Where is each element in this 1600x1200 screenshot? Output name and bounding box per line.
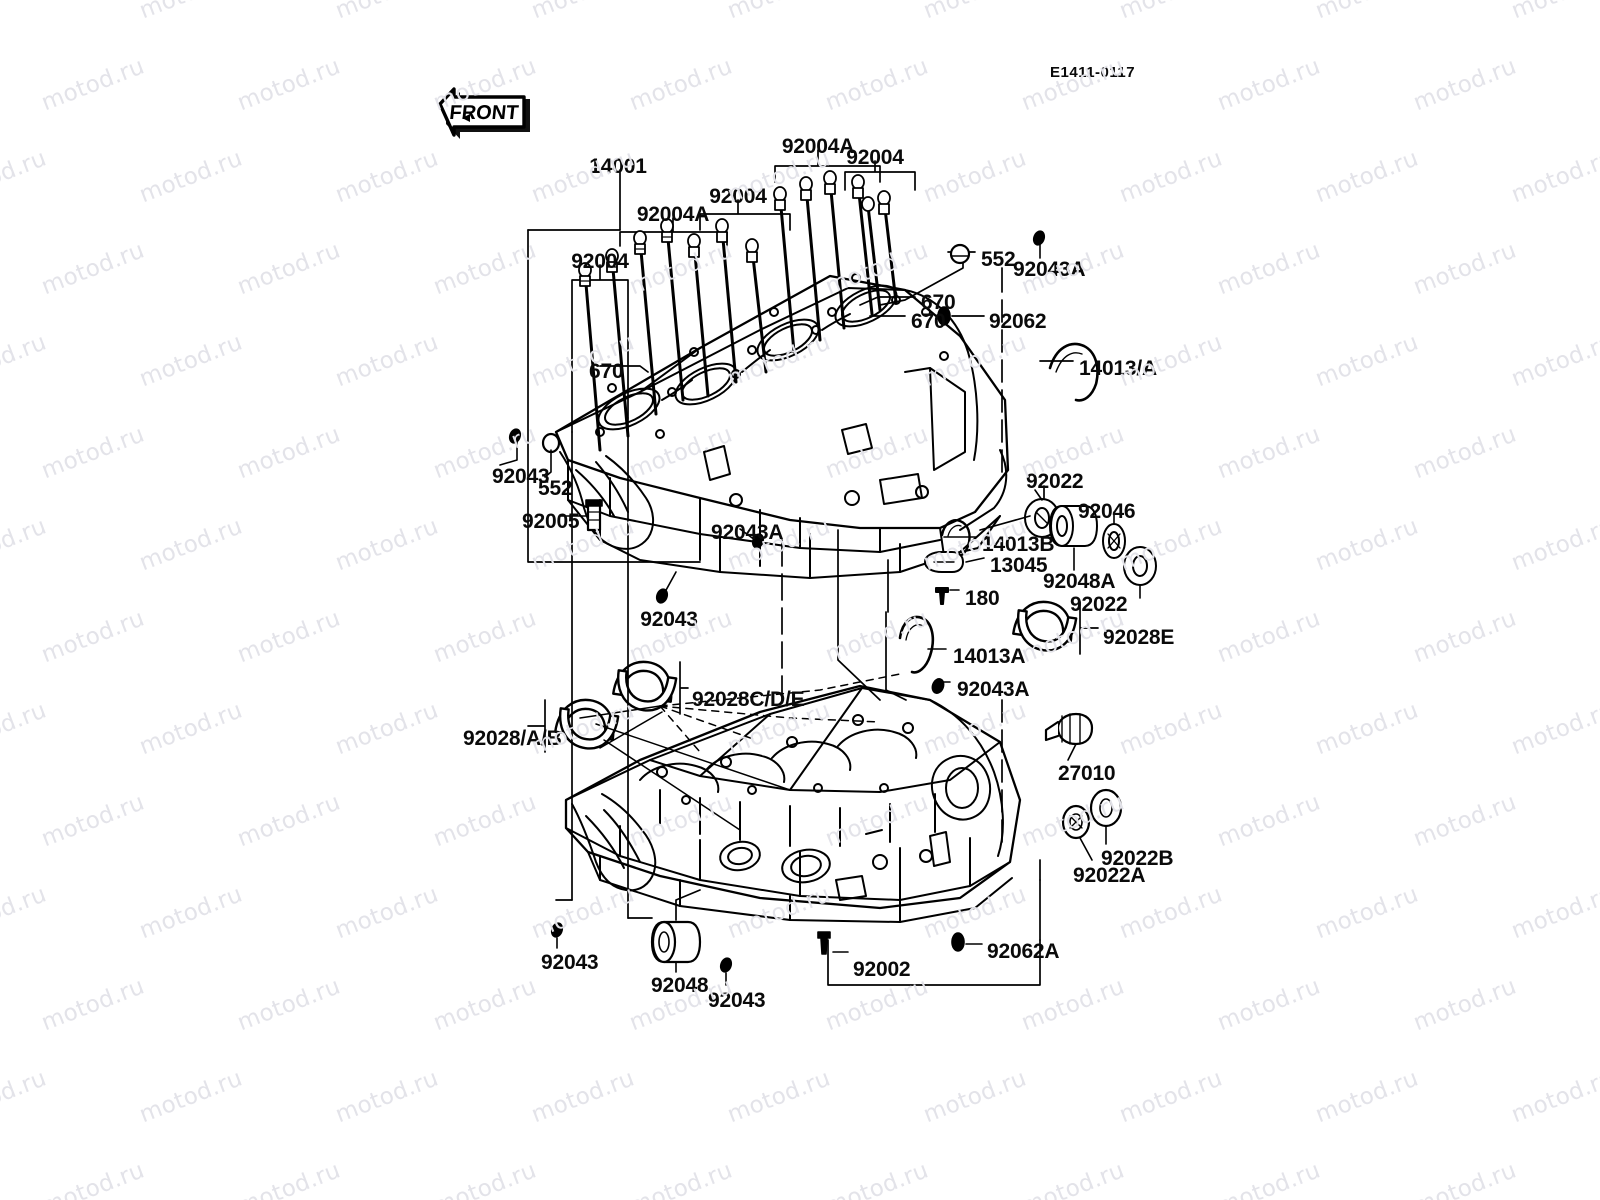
part-callout-92046: 92046 xyxy=(1078,500,1136,523)
part-callout-92005: 92005 xyxy=(522,510,580,533)
part-callout-13045: 13045 xyxy=(990,554,1048,577)
part-callout-92004: 92004 xyxy=(846,146,904,169)
part-callout-92028E: 92028E xyxy=(1103,626,1175,649)
part-callout-92043A: 92043A xyxy=(711,521,784,544)
part-callout-92022: 92022 xyxy=(1026,470,1084,493)
part-callout-92028C-D-E: 92028C/D/E xyxy=(692,688,805,711)
part-callout-552: 552 xyxy=(981,248,1016,271)
part-callout-180: 180 xyxy=(965,587,1000,610)
part-callout-92004A: 92004A xyxy=(781,135,855,158)
part-callout-92022: 92022 xyxy=(1070,593,1128,616)
part-callout-552: 552 xyxy=(538,477,573,500)
part-callout-14013B: 14013B xyxy=(982,533,1055,556)
part-callout-92062: 92062 xyxy=(989,310,1047,333)
upper-small-parts xyxy=(499,230,1046,604)
part-callout-92043: 92043 xyxy=(492,465,550,488)
part-callout-670: 670 xyxy=(921,291,956,314)
part-callout-27010: 27010 xyxy=(1058,762,1116,785)
bearing-shells xyxy=(527,596,1099,831)
part-callout-92048: 92048 xyxy=(651,974,709,997)
part-callout-14013A: 14013A xyxy=(953,645,1026,668)
part-callout-92004A: 92004A xyxy=(636,203,710,226)
part-callout-92004: 92004 xyxy=(571,250,629,273)
part-callout-92048A: 92048A xyxy=(1043,570,1116,593)
lower-small-parts xyxy=(550,712,1123,986)
leader-lines-lower xyxy=(555,389,1045,986)
part-callout-14001: 14001 xyxy=(589,155,647,178)
cylinder-studs xyxy=(578,170,898,452)
front-marker-text: FRONT xyxy=(448,102,520,124)
seal-collar-stack xyxy=(924,489,1157,605)
part-callout-92043: 92043 xyxy=(708,989,766,1012)
part-callout-670: 670 xyxy=(589,360,624,383)
part-callout-92022A: 92022A xyxy=(1073,864,1146,887)
part-callout-92004: 92004 xyxy=(709,185,767,208)
front-direction-marker: FRONT xyxy=(438,87,530,139)
part-callout-670: 670 xyxy=(911,310,946,333)
part-callout-14013-A: 14013/A xyxy=(1079,357,1157,380)
part-callout-92022B: 92022B xyxy=(1101,847,1174,870)
part-callout-92002: 92002 xyxy=(853,958,911,981)
part-callout-92043A: 92043A xyxy=(1013,258,1086,281)
part-callout-92043A: 92043A xyxy=(957,678,1030,701)
part-callout-92028-A-B: 92028/A/B xyxy=(463,727,562,750)
part-callout-92043: 92043 xyxy=(541,951,599,974)
lower-crankcase-half xyxy=(564,684,1022,923)
part-callout-92062A: 92062A xyxy=(987,940,1060,963)
diagram-id-code: E1411-0117 xyxy=(1050,64,1136,81)
part-callout-92043: 92043 xyxy=(640,608,698,631)
